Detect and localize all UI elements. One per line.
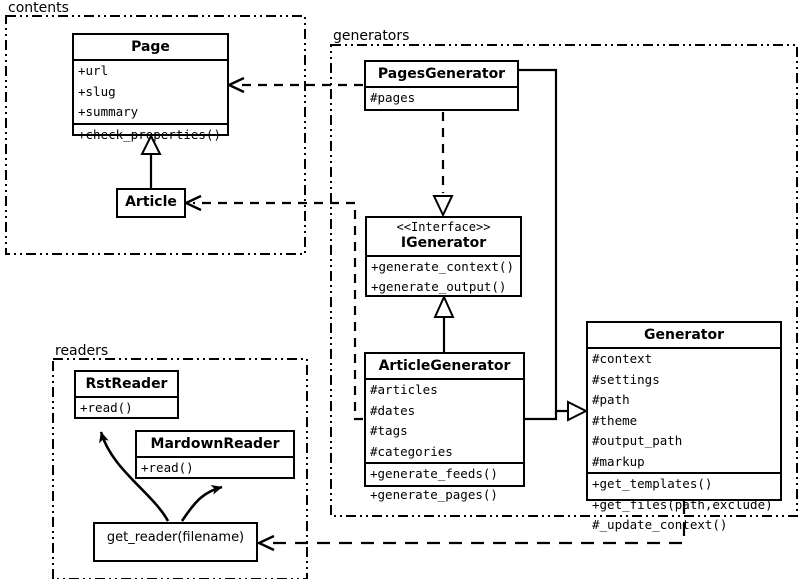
class-header-igenerator: <<Interface>> IGenerator (367, 218, 520, 255)
class-header-rstreader: RstReader (76, 372, 177, 396)
class-attributes-page: +url +slug +summary (74, 59, 227, 123)
relationship-pagesgenerator-generator (519, 68, 589, 422)
method-generate-context: +generate_context() (371, 258, 514, 274)
class-name-article: Article (125, 194, 177, 210)
method-get-templates: +get_templates() (592, 476, 713, 491)
package-label-readers: readers (53, 343, 111, 359)
relationship-pagesgenerator-igenerator (432, 112, 454, 218)
attribute-markup: #markup (592, 453, 645, 469)
attribute-path: #path (592, 392, 630, 407)
class-name-generator: Generator (643, 327, 724, 343)
class-methods-page: +check_properties() (74, 122, 227, 146)
attribute-settings: #settings (592, 371, 660, 387)
attribute-pages: #pages (370, 90, 416, 105)
class-methods-igenerator: +generate_context() +generate_output() (367, 254, 520, 298)
method-generate-output: +generate_output() (371, 279, 507, 295)
class-box-pagesgenerator[interactable]: PagesGenerator #pages (364, 60, 519, 111)
class-box-generator[interactable]: Generator #context #settings #path #them… (586, 321, 782, 532)
class-name-page: Page (131, 39, 170, 55)
class-name-articlegenerator: ArticleGenerator (378, 358, 511, 374)
class-methods-generator: +get_templates() +get_files(path,exclude… (588, 472, 780, 536)
attribute-output-path: #output_path (592, 433, 683, 448)
method-generate-feeds: +generate_feeds() (370, 466, 498, 481)
attribute-tags: #tags (370, 423, 408, 438)
relationship-pagesgenerator-page (226, 76, 363, 94)
relationship-articlegenerator-generator (525, 411, 558, 421)
function-name-get-reader: get_reader(filename) (106, 530, 245, 545)
method-update-context: #_update_context() (592, 517, 728, 532)
class-header-page: Page (74, 35, 227, 59)
attribute-summary: +summary (78, 104, 139, 119)
class-name-rstreader: RstReader (85, 376, 168, 392)
class-box-page[interactable]: Page +url +slug +summary +check_properti… (72, 33, 229, 142)
class-attributes-articlegenerator: #articles #dates #tags #categories (366, 378, 523, 462)
relationship-articlegenerator-igenerator (433, 294, 455, 352)
class-name-pagesgenerator: PagesGenerator (377, 66, 506, 82)
class-box-mardownreader[interactable]: MardownReader +read() (135, 430, 295, 479)
relationship-articlegenerator-article (183, 194, 363, 421)
class-box-rstreader[interactable]: RstReader +read() (74, 370, 179, 419)
class-name-mardownreader: MardownReader (150, 436, 280, 452)
method-generate-pages: +generate_pages() (370, 486, 498, 502)
class-attributes-pagesgenerator: #pages (366, 86, 517, 109)
attribute-theme: #theme (592, 412, 638, 428)
class-header-generator: Generator (588, 323, 780, 347)
class-stereotype-igenerator: <<Interface>> (396, 220, 491, 234)
method-get-files: +get_files(path,exclude) (592, 496, 773, 512)
class-methods-articlegenerator: +generate_feeds() +generate_pages() (366, 462, 523, 505)
attribute-slug: +slug (78, 83, 116, 99)
function-box-get-reader[interactable]: get_reader(filename) (93, 522, 258, 562)
attribute-categories: #categories (370, 443, 453, 459)
function-header-get-reader: get_reader(filename) (95, 524, 256, 552)
class-methods-rstreader: +read() (76, 396, 177, 419)
class-methods-mardownreader: +read() (137, 456, 293, 479)
class-header-articlegenerator: ArticleGenerator (366, 354, 523, 378)
class-header-mardownreader: MardownReader (137, 432, 293, 456)
attribute-context: #context (592, 351, 653, 366)
package-label-generators: generators (331, 28, 412, 44)
class-name-igenerator: IGenerator (400, 234, 487, 251)
method-check-properties: +check_properties() (78, 126, 221, 142)
attribute-url: +url (78, 63, 109, 78)
attribute-dates: #dates (370, 402, 416, 418)
class-header-article: Article (118, 190, 184, 214)
class-attributes-generator: #context #settings #path #theme #output_… (588, 347, 780, 472)
method-read-markdown: +read() (141, 460, 194, 475)
package-label-contents: contents (6, 0, 71, 16)
relationship-getreader-mardownreader (180, 484, 223, 522)
class-box-igenerator[interactable]: <<Interface>> IGenerator +generate_conte… (365, 216, 522, 297)
class-box-articlegenerator[interactable]: ArticleGenerator #articles #dates #tags … (364, 352, 525, 502)
class-box-article[interactable]: Article (116, 188, 186, 218)
attribute-articles: #articles (370, 382, 438, 397)
method-read-rst: +read() (80, 400, 133, 415)
class-header-pagesgenerator: PagesGenerator (366, 62, 517, 86)
